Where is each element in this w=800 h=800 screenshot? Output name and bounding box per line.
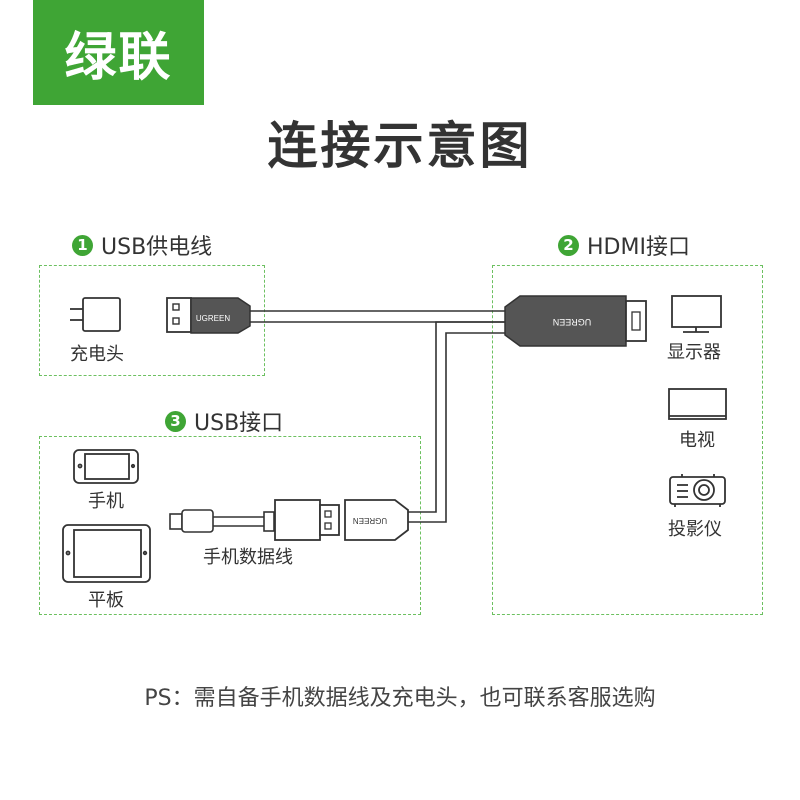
- usb-adapter-brand-text: UGREEN: [353, 516, 387, 525]
- section-number-3: 3: [165, 410, 186, 432]
- section-number-2: 2: [558, 234, 579, 256]
- caption-tablet: 平板: [88, 590, 124, 611]
- projector-icon: [669, 474, 726, 507]
- hdmi-adapter: UGREEN: [504, 295, 647, 347]
- usb-port-box: [39, 436, 421, 615]
- phone-cable: [169, 499, 340, 541]
- caption-tv: 电视: [679, 430, 715, 451]
- section-label-usb-power: USB供电线: [101, 235, 213, 260]
- caption-phone-cable: 手机数据线: [203, 547, 293, 568]
- section-usb-power: 1 USB供电线: [72, 229, 212, 261]
- usb-power-connector: UGREEN: [166, 297, 251, 334]
- section-usb-port: 3 USB接口: [165, 405, 283, 437]
- phone-icon: [73, 449, 139, 484]
- usb-power-box: [39, 265, 265, 376]
- footnote: PS：需自备手机数据线及充电头，也可联系客服选购: [144, 686, 656, 711]
- caption-phone: 手机: [88, 491, 124, 512]
- hdmi-box: [492, 265, 763, 615]
- hdmi-adapter-brand-text: UGREEN: [553, 317, 592, 327]
- brand-logo: 绿联: [33, 0, 204, 105]
- caption-monitor: 显示器: [667, 342, 721, 363]
- page-title: 连接示意图: [267, 117, 533, 175]
- caption-charger: 充电头: [70, 344, 124, 365]
- cable-lines: [213, 310, 505, 527]
- connector-brand-text: UGREEN: [196, 314, 230, 323]
- section-label-usb-port: USB接口: [194, 411, 284, 436]
- section-label-hdmi: HDMI接口: [587, 235, 690, 260]
- usb-port-adapter: UGREEN: [344, 499, 409, 541]
- tablet-icon: [62, 524, 151, 583]
- monitor-icon: [671, 295, 722, 333]
- caption-projector: 投影仪: [668, 519, 722, 540]
- tv-icon: [668, 388, 727, 420]
- charger-icon: [70, 297, 121, 332]
- section-number-1: 1: [72, 234, 93, 256]
- section-hdmi: 2 HDMI接口: [558, 229, 690, 261]
